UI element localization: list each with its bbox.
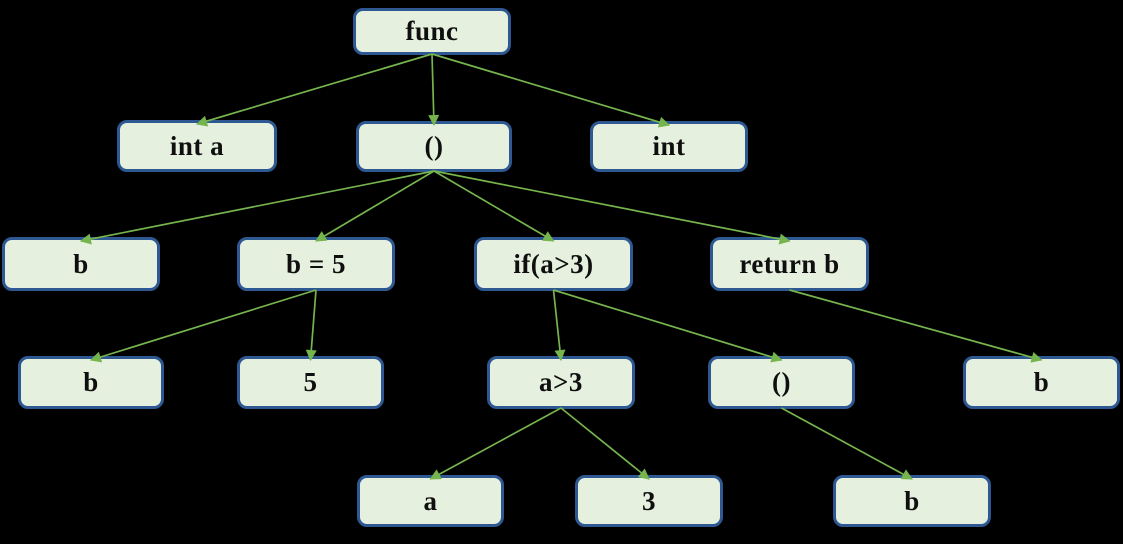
node-label-a-gt-3: a>3: [539, 367, 583, 397]
node-five: 5: [237, 356, 384, 409]
node-a-gt-3: a>3: [487, 356, 635, 409]
node-b-in-if-body: b: [833, 475, 991, 527]
node-label-if-body-parens: (): [772, 367, 791, 397]
node-a-operand: a: [357, 475, 504, 527]
edge-a-gt-3-to-three: [560, 407, 650, 480]
node-if-a-gt-3: if(a>3): [474, 237, 633, 291]
node-func: func: [353, 8, 511, 55]
node-label-params: (): [424, 131, 444, 161]
edge-params-to-b-decl: [79, 170, 435, 245]
node-label-return-b: return b: [739, 248, 840, 279]
node-label-b-in-if-body: b: [904, 485, 920, 516]
edge-if-a-gt-3-to-a-gt-3: [552, 289, 566, 362]
edge-b-eq-5-to-five: [305, 289, 317, 362]
node-label-int: int: [652, 131, 686, 161]
edge-params-to-return-b: [433, 170, 791, 245]
edge-b-eq-5-to-b-lhs: [89, 289, 317, 363]
node-label-if-a-gt-3: if(a>3): [513, 248, 594, 279]
node-params: (): [356, 121, 512, 172]
edge-params-to-b-eq-5: [315, 170, 435, 242]
edge-params-to-if-a-gt-3: [433, 170, 555, 242]
node-if-body-parens: (): [708, 356, 855, 409]
node-label-func: func: [405, 16, 459, 46]
node-three: 3: [575, 475, 723, 527]
node-label-int-a: int a: [169, 130, 225, 161]
node-b-lhs: b: [18, 356, 164, 409]
node-return-b: return b: [710, 237, 869, 291]
edge-return-b-to-b-returned: [789, 289, 1043, 363]
edge-func-to-int-a: [195, 53, 433, 127]
node-int: int: [590, 121, 748, 172]
node-label-five: 5: [303, 367, 318, 397]
node-label-b-eq-5: b = 5: [286, 248, 346, 279]
node-label-b-decl: b: [73, 248, 89, 279]
node-b-eq-5: b = 5: [237, 237, 395, 291]
node-label-a-operand: a: [423, 485, 438, 516]
edge-a-gt-3-to-a-operand: [429, 407, 562, 480]
edge-func-to-int: [431, 53, 671, 128]
node-b-returned: b: [963, 356, 1120, 409]
edge-if-body-parens-to-b-in-if-body: [781, 407, 913, 480]
edge-func-to-params: [428, 53, 440, 127]
node-label-b-returned: b: [1033, 367, 1050, 397]
node-int-a: int a: [117, 120, 277, 172]
node-label-b-lhs: b: [83, 367, 99, 397]
edge-if-a-gt-3-to-if-body-parens: [553, 289, 783, 363]
node-label-three: 3: [642, 485, 656, 516]
node-b-decl: b: [2, 237, 160, 291]
